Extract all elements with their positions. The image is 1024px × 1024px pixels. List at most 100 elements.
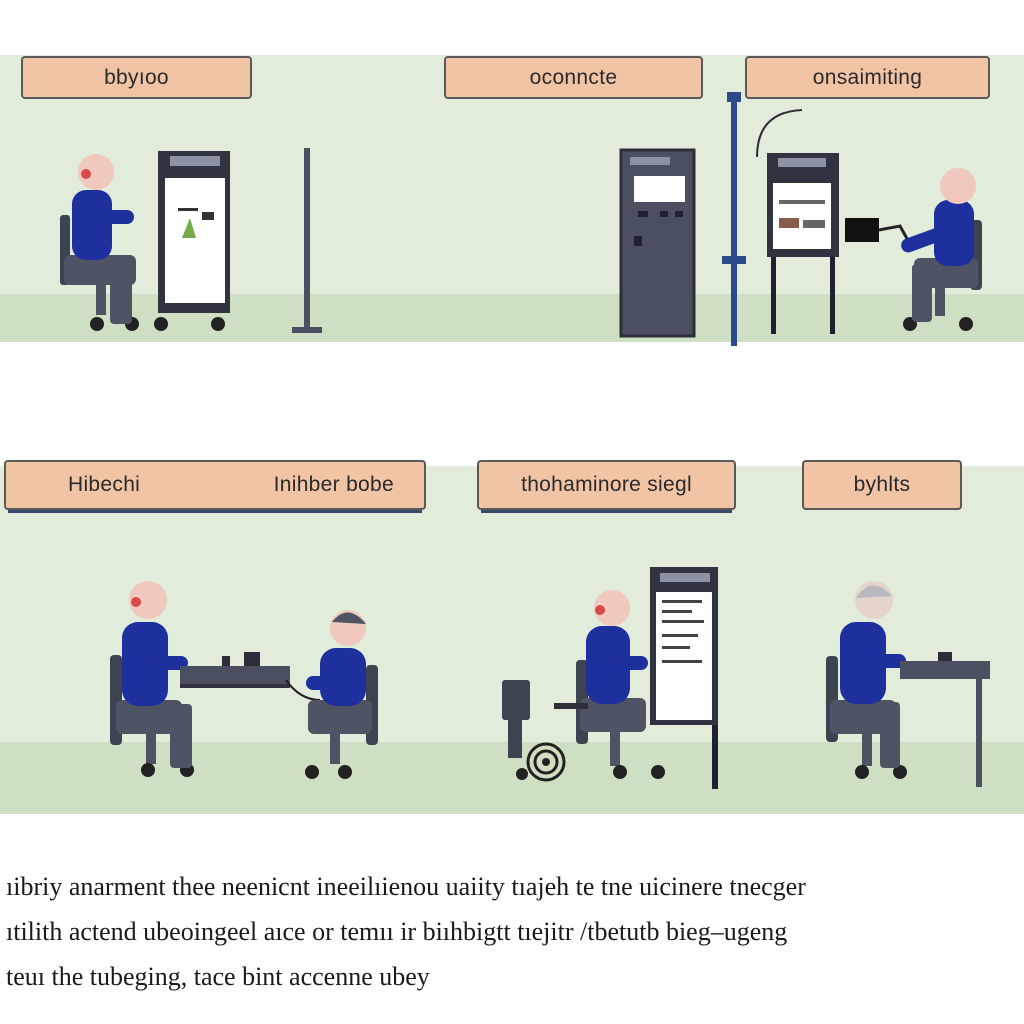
torso: [934, 200, 974, 266]
label-text: oconncte: [529, 65, 618, 89]
chair-stem: [610, 732, 620, 766]
torso: [586, 626, 630, 704]
screen-mark: [178, 208, 198, 211]
kiosk-header: [778, 158, 826, 167]
atm-slot: [638, 211, 648, 217]
chair-wheel: [651, 765, 665, 779]
screen-line: [662, 646, 690, 649]
chair-wheel: [893, 765, 907, 779]
leg: [110, 262, 132, 324]
keypad: [845, 218, 879, 242]
label-bottom-middle: thohaminore siegl: [477, 460, 736, 513]
leg: [912, 264, 932, 322]
chair-wheel: [613, 765, 627, 779]
chair-wheel: [90, 317, 104, 331]
pole-base: [292, 327, 322, 333]
arm: [866, 654, 906, 668]
pole-left-top: [292, 148, 322, 333]
desk-top: [900, 661, 990, 679]
head: [78, 154, 114, 190]
atm-slot: [634, 236, 642, 246]
spiral-wheel: [542, 758, 550, 766]
kiosk-leg: [712, 725, 718, 789]
person-at-desk-bottom-left: [110, 581, 194, 777]
head: [594, 590, 630, 626]
leg: [170, 704, 192, 768]
kiosk-left-top: [154, 151, 230, 331]
keyboard: [222, 656, 230, 666]
chair-stem: [935, 288, 945, 316]
hair: [332, 612, 366, 624]
kiosk-screen: [773, 183, 831, 249]
screen-line: [662, 600, 702, 603]
label-bottom-right: byhlts: [802, 460, 962, 510]
desk-edge: [180, 684, 290, 688]
screen-line: [662, 610, 692, 613]
kiosk-wheel: [154, 317, 168, 331]
atm-slot: [660, 211, 668, 217]
wheelchair-bottom-middle: [502, 680, 566, 782]
ear: [131, 597, 141, 607]
desk-bottom-left: [180, 652, 321, 701]
kiosk-screen: [656, 592, 712, 720]
screen-line: [662, 660, 702, 663]
pole: [304, 148, 310, 328]
chair-seat: [308, 700, 372, 734]
desk-leg: [976, 679, 982, 787]
spiral-wheel: [526, 742, 566, 782]
cable: [285, 679, 321, 701]
head: [940, 168, 976, 204]
atm-slot: [675, 211, 683, 217]
screen-line: [662, 634, 698, 637]
label-underline: [481, 510, 732, 513]
leg: [880, 702, 900, 768]
chair-stem: [330, 734, 340, 764]
head: [129, 581, 167, 619]
pole-cap: [727, 92, 741, 102]
chair-wheel: [141, 763, 155, 777]
pole: [731, 92, 737, 346]
chair-back: [502, 680, 530, 720]
kiosk-right-top: [767, 153, 912, 334]
label-text: byhlts: [853, 473, 911, 496]
arm: [150, 656, 188, 670]
chair-wheel: [305, 765, 319, 779]
keyboard: [244, 652, 260, 666]
label-top-right: onsaimiting: [745, 56, 990, 99]
caption-line-3: teuı the tubeging, tace bint accenne ube…: [6, 962, 430, 991]
label-text-a: Hibechi: [68, 473, 141, 496]
chair-wheel: [516, 768, 528, 780]
label-bottom-left: Hibechi Inihber bobe: [4, 460, 426, 513]
pole-clamp: [722, 256, 746, 264]
chair-wheel: [959, 317, 973, 331]
label-text: bbyıoo: [104, 65, 169, 89]
cable: [756, 109, 803, 158]
atm-screen: [634, 176, 685, 202]
kiosk-screen: [165, 178, 225, 303]
screen-mark: [202, 212, 214, 220]
chair-wheel: [855, 765, 869, 779]
label-top-left: bbyıoo: [21, 56, 252, 99]
chair-stem: [96, 285, 106, 315]
keypad-arm: [878, 224, 912, 245]
blue-pole-top: [722, 92, 803, 346]
person-at-kiosk-bottom-middle: [554, 590, 665, 779]
spiral-wheel: [533, 749, 559, 775]
torso: [122, 622, 168, 706]
chair-stem: [862, 734, 872, 766]
screen-mark: [803, 220, 825, 228]
kiosk-leg: [830, 257, 835, 334]
kiosk-header: [660, 573, 710, 582]
desk-bottom-right: [900, 652, 990, 787]
caption-line-1: ıibriy anarment thee neenicnt ineeilıien…: [6, 872, 806, 901]
arm: [98, 210, 134, 224]
kiosk-leg: [771, 257, 776, 334]
desk-top: [180, 666, 290, 684]
keyboard: [938, 652, 952, 661]
atm-label: [630, 157, 670, 165]
screen-mark: [779, 218, 799, 228]
atm-frame: [619, 148, 696, 338]
chair-frame: [508, 718, 522, 758]
chair-stem: [146, 734, 156, 764]
atm-machine-top: [619, 148, 696, 338]
